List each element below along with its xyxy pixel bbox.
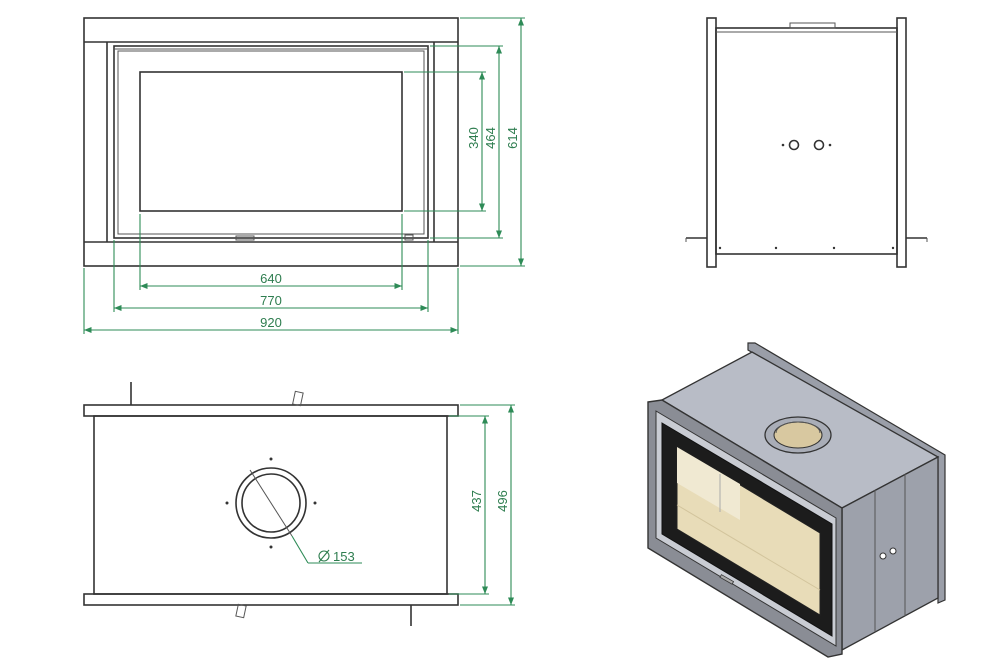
isometric-view <box>647 342 946 658</box>
dim-overall-depth: 496 <box>495 490 510 512</box>
front-outer-frame <box>83 17 459 267</box>
flue-collar-inner <box>241 473 301 533</box>
top-front-flange <box>83 593 459 606</box>
side-screw-dot <box>828 143 832 147</box>
iso-side-hole <box>889 547 897 555</box>
top-dimensions: 153 437 496 <box>291 404 515 606</box>
top-view <box>83 382 459 626</box>
flue-screw-dot <box>269 545 273 549</box>
dim-door-width: 770 <box>260 293 282 308</box>
door-handle <box>235 235 255 241</box>
flue-screw-dot <box>269 457 273 461</box>
flue-screw-dot <box>313 501 317 505</box>
side-screw-dot <box>718 246 722 250</box>
dim-overall-height: 614 <box>505 127 520 149</box>
top-back-tab <box>292 390 304 407</box>
side-view <box>685 17 928 268</box>
door-latch <box>404 234 414 241</box>
dim-overall-width: 920 <box>260 315 282 330</box>
dim-body-depth: 437 <box>469 490 484 512</box>
side-screw-dot <box>774 246 778 250</box>
side-screw-dot <box>781 143 785 147</box>
diameter-symbol <box>318 550 330 562</box>
diameter-leader <box>291 535 309 564</box>
iso-firebox-back <box>677 447 740 520</box>
dim-glass-width: 640 <box>260 271 282 286</box>
front-door-inner <box>117 50 425 235</box>
front-glass <box>139 71 403 212</box>
front-view <box>83 17 459 267</box>
top-back-flange <box>83 404 459 417</box>
flue-screw-dot <box>225 501 229 505</box>
iso-side-hole <box>879 552 887 560</box>
side-screw-dot <box>832 246 836 250</box>
top-front-tab <box>235 603 247 619</box>
dim-flue-diameter: 153 <box>333 549 355 564</box>
flue-collar-outer <box>235 467 307 539</box>
top-body <box>93 415 448 595</box>
dim-door-height: 464 <box>483 127 498 149</box>
dim-glass-height: 340 <box>466 127 481 149</box>
flue-section-line <box>249 469 293 537</box>
front-dimensions: 640 770 920 340 464 614 <box>83 17 525 334</box>
side-left-flange <box>706 17 717 268</box>
side-screw-dot <box>891 246 895 250</box>
side-hole-left <box>788 139 800 151</box>
side-body <box>715 27 898 255</box>
front-door <box>113 45 429 239</box>
side-top-collar <box>789 22 836 29</box>
side-hole-right <box>813 139 825 151</box>
iso-door-handle <box>719 574 735 585</box>
side-right-flange <box>896 17 907 268</box>
